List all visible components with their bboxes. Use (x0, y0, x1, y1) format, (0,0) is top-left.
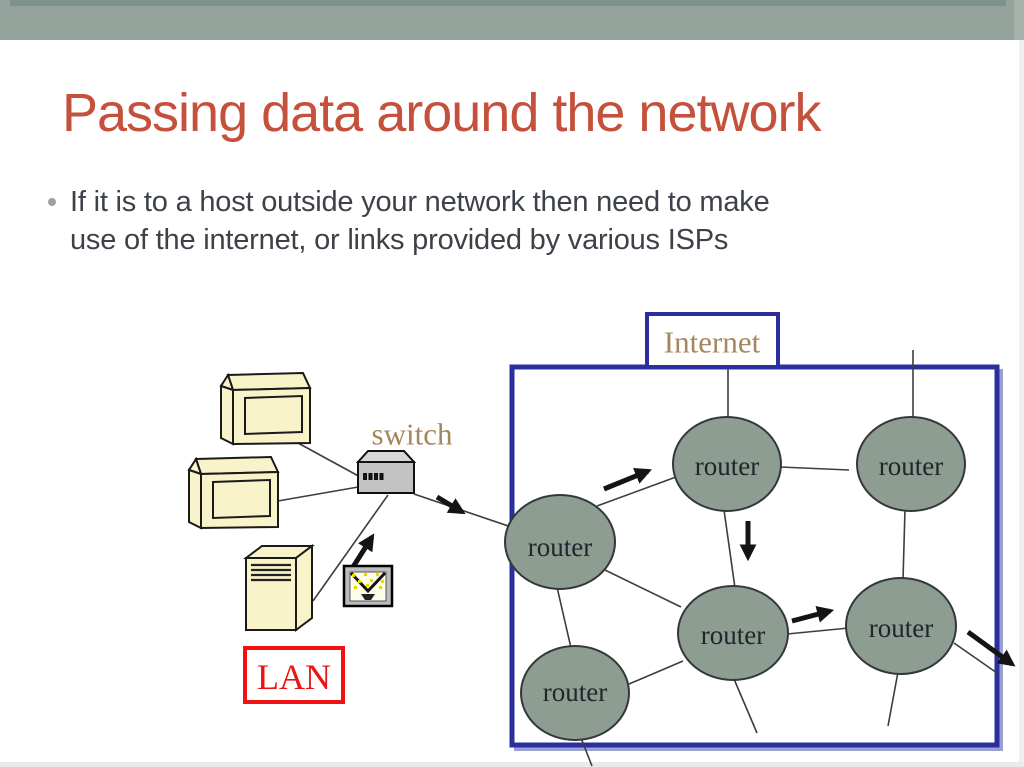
link-bottomcenter-stub (733, 678, 758, 734)
arrow-bottomcenter-to-bottomright (791, 606, 835, 624)
monitor2-side (188, 468, 202, 530)
link-topright-bottomright (902, 508, 906, 581)
right-edge-bar (1019, 40, 1024, 762)
computer-monitor-1 (219, 371, 312, 446)
router-label-top-right: router (879, 451, 943, 481)
link-switch-router-midleft (413, 493, 521, 531)
page-title: Passing data around the network (62, 83, 822, 143)
arrow-switch-to-internet (435, 494, 466, 515)
link-bottomright-edge (953, 642, 998, 674)
bullet-text: If it is to a host outside your network … (70, 183, 770, 259)
router-label-bottom-center: router (701, 620, 765, 650)
server-side (295, 544, 313, 632)
link-bottomleft-exit (580, 737, 593, 767)
envelope-flap (349, 571, 387, 594)
link-bottomcenter-bottomright (786, 627, 850, 635)
link-midleft-bottomcenter (604, 569, 682, 608)
monitor2-screen (212, 478, 271, 520)
link-server-switch (312, 494, 389, 602)
router-nodes: router router router router router route… (504, 416, 966, 741)
router-node-bottom-right (845, 577, 957, 675)
envelope-shadow (361, 594, 375, 600)
arrow-midleft-to-topcenter (603, 467, 652, 492)
server-front (245, 557, 297, 631)
arrow-message-to-switch (350, 533, 375, 569)
switch-top (355, 450, 417, 463)
link-midleft-topcenter (596, 476, 677, 507)
internet-label: Internet (664, 325, 761, 360)
server-tower (243, 544, 315, 632)
router-label-top-center: router (695, 451, 759, 481)
router-label-mid-left: router (528, 532, 592, 562)
header-accent-line (10, 0, 1006, 6)
flow-arrows (350, 467, 1016, 667)
bullet-line-1: If it is to a host outside your network … (70, 186, 770, 218)
link-midleft-bottomleft (556, 586, 572, 649)
connection-lines (271, 350, 998, 767)
envelope-icon (342, 564, 394, 608)
internet-label-box (645, 312, 780, 369)
router-label-bottom-left: router (543, 677, 607, 707)
link-monitor2-switch (271, 485, 365, 503)
bullet-item: If it is to a host outside your network … (48, 183, 770, 259)
switch-front (357, 461, 415, 494)
router-node-mid-left (504, 494, 616, 590)
switch-label: switch (372, 417, 453, 452)
bullet-dot (48, 198, 56, 206)
lan-box (243, 646, 345, 704)
computer-monitor-2 (187, 455, 280, 530)
router-node-top-center (672, 416, 782, 512)
header-bar (0, 0, 1024, 40)
switch-ports (363, 473, 384, 480)
bullet-line-2: use of the internet, or links provided b… (70, 224, 729, 256)
router-node-top-right (856, 416, 966, 512)
link-topcenter-bottomcenter (723, 509, 736, 589)
lan-label: LAN (257, 657, 331, 697)
arrow-exit-internet (966, 629, 1016, 667)
link-bottomright-stub (887, 671, 899, 727)
server-vents (251, 563, 291, 582)
router-node-bottom-left (520, 645, 630, 741)
link-bottomleft-bottomcenter (628, 660, 684, 685)
router-node-bottom-center (677, 585, 789, 681)
monitor1-side (220, 384, 234, 446)
router-label-bottom-right: router (869, 613, 933, 643)
switch-device (355, 450, 417, 494)
monitor1-screen (244, 394, 303, 436)
envelope-speckles (352, 573, 384, 589)
header-right-highlight (1014, 0, 1024, 40)
link-topcenter-topright (779, 466, 850, 471)
bottom-edge-bar (0, 762, 1024, 767)
